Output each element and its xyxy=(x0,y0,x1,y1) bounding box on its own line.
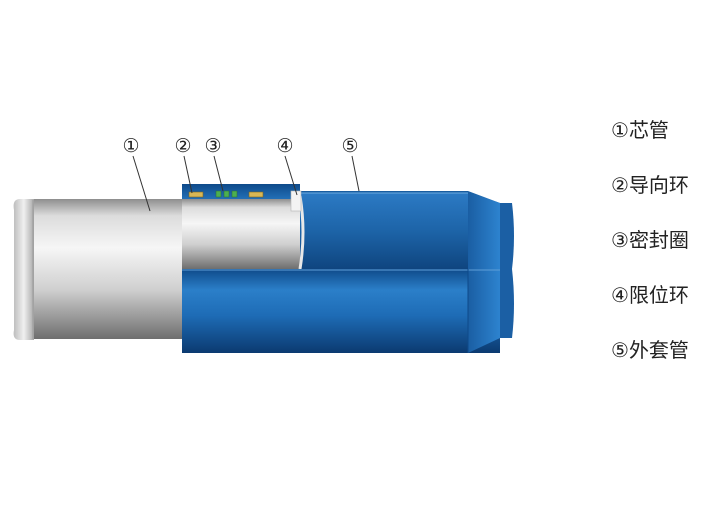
leader-lines xyxy=(132,155,360,212)
callout-1: ① xyxy=(122,135,139,157)
callout-3: ③ xyxy=(204,135,221,157)
callout-4: ④ xyxy=(276,135,293,157)
sleeve-cavity xyxy=(182,195,305,270)
legend-num: ⑤ xyxy=(611,338,629,362)
callout-5: ⑤ xyxy=(341,135,358,157)
limit-ring xyxy=(290,190,302,212)
guide-ring xyxy=(188,191,264,198)
legend-item-outer-sleeve: ⑤外套管 xyxy=(611,336,715,364)
leader-line-1 xyxy=(132,155,151,212)
leader-line-3 xyxy=(213,155,224,192)
callout-2: ② xyxy=(174,135,191,157)
legend-item-core-pipe: ①芯管 xyxy=(611,116,715,144)
leader-line-5 xyxy=(351,155,360,192)
legend-item-seal-ring: ③密封圈 xyxy=(611,226,715,254)
leader-line-4 xyxy=(284,155,298,196)
legend-num: ② xyxy=(611,173,629,197)
legend-item-limit-ring: ④限位环 xyxy=(611,281,715,309)
legend-label: 限位环 xyxy=(628,283,689,307)
seal-ring xyxy=(215,190,238,198)
legend: ①芯管 ②导向环 ③密封圈 ④限位环 ⑤外套管 xyxy=(611,116,715,391)
legend-num: ③ xyxy=(611,228,629,252)
legend-item-guide-ring: ②导向环 xyxy=(611,171,715,199)
legend-num: ① xyxy=(611,118,629,142)
legend-label: 密封圈 xyxy=(628,228,689,252)
outer-sleeve-lower xyxy=(182,269,514,353)
callout-labels: ① ② ③ ④ ⑤ xyxy=(122,135,358,157)
legend-label: 导向环 xyxy=(628,173,689,197)
leader-line-2 xyxy=(183,155,193,194)
legend-num: ④ xyxy=(611,283,629,307)
legend-label: 外套管 xyxy=(628,338,689,362)
legend-label: 芯管 xyxy=(628,118,669,142)
